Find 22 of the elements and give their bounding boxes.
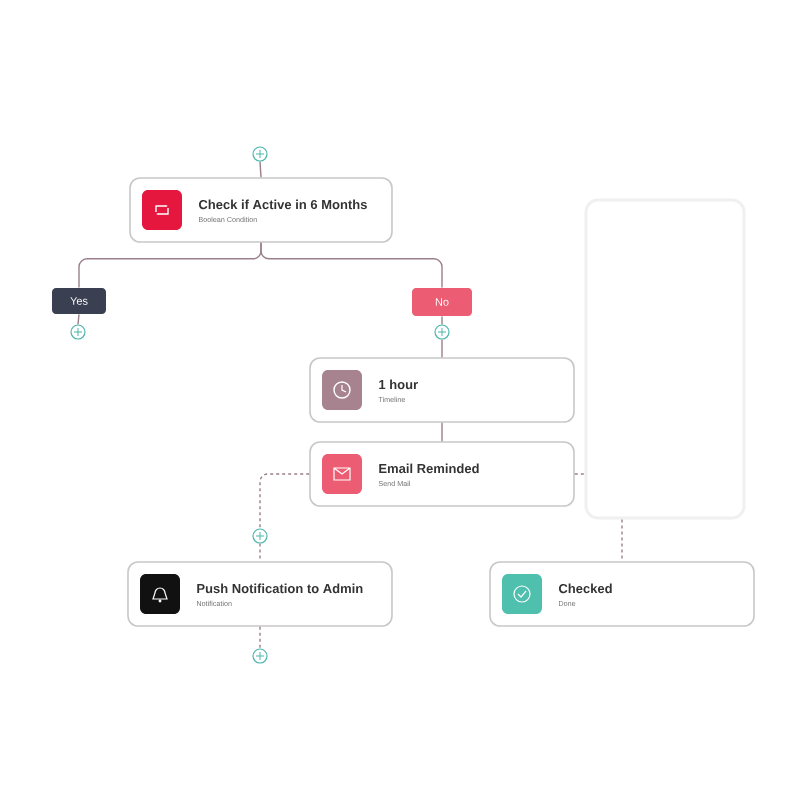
- connector: [441, 315, 443, 326]
- connector: [441, 422, 443, 442]
- step-card: [129, 177, 393, 243]
- plus-button: [252, 528, 268, 544]
- connector: [574, 473, 586, 475]
- step-card: [127, 561, 393, 627]
- blank-panel: [584, 198, 746, 520]
- plus-button: [252, 146, 268, 162]
- plus-button: [70, 324, 86, 340]
- plus-button: [434, 324, 450, 340]
- connector: [441, 338, 443, 358]
- connector: [621, 518, 623, 562]
- connector: [259, 542, 261, 562]
- connector: [77, 313, 80, 326]
- connector: [260, 242, 443, 289]
- step-card: [309, 441, 575, 507]
- connector: [259, 160, 262, 178]
- step-card: [309, 357, 575, 423]
- plus-button: [252, 648, 268, 664]
- connector: [259, 626, 261, 650]
- connector: [259, 473, 310, 530]
- step-card: [489, 561, 755, 627]
